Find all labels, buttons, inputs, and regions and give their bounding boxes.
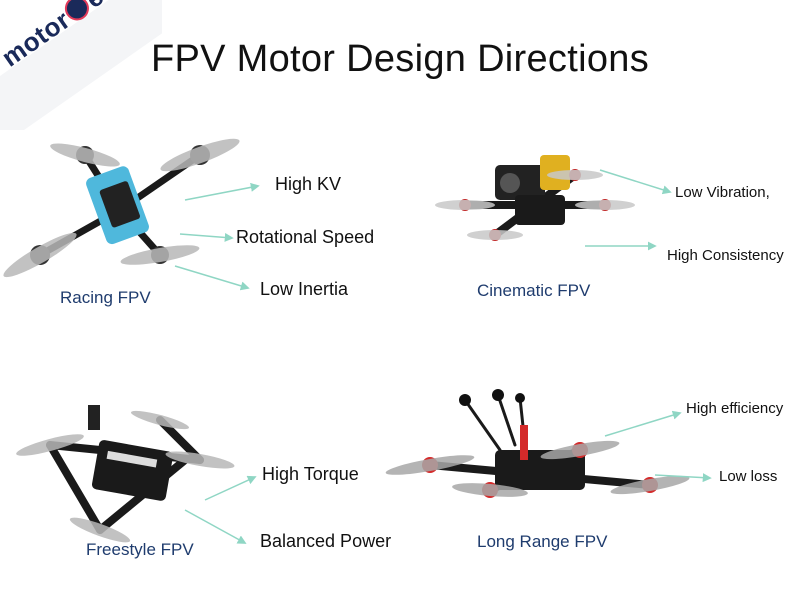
long-range-drone-image <box>385 389 690 498</box>
feature-cinematic-1: Low Vibration, <box>675 184 770 201</box>
quadrant-label-racing: Racing FPV <box>60 288 151 307</box>
cinematic-drone-image <box>435 155 635 241</box>
feature-racing-1: High KV <box>275 174 342 194</box>
feature-racing-2: Rotational Speed <box>236 227 375 247</box>
feature-long-range-1: High efficiency <box>686 400 784 417</box>
feature-long-range-2: Low loss <box>719 468 778 485</box>
feature-freestyle-2: Balanced Power <box>260 531 392 551</box>
quadrant-label-cinematic: Cinematic FPV <box>477 281 591 300</box>
racing-drone-image <box>3 138 240 278</box>
feature-freestyle-1: High Torque <box>262 464 359 484</box>
feature-racing-3: Low Inertia <box>260 279 349 299</box>
feature-cinematic-2: High Consistency <box>667 247 784 264</box>
page-title: FPV Motor Design Directions <box>150 38 650 80</box>
quadrant-label-long-range: Long Range FPV <box>477 532 608 551</box>
freestyle-drone-image <box>16 405 235 543</box>
quadrant-label-freestyle: Freestyle FPV <box>86 540 194 559</box>
